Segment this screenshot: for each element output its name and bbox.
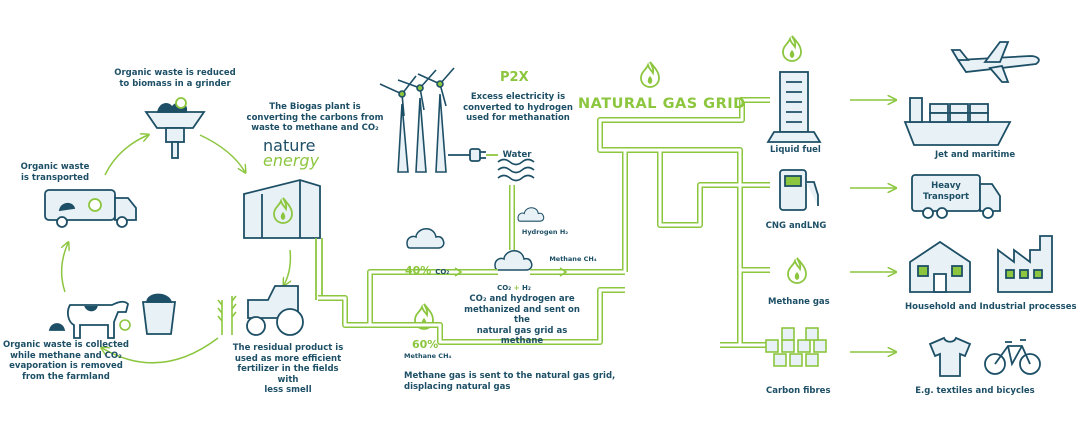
p2x-title: P2X xyxy=(500,70,529,85)
wind-turbines-icon xyxy=(379,67,455,173)
ship-icon xyxy=(903,97,1012,146)
heavy-line1: Heavy xyxy=(931,181,961,191)
grid-flame-icon xyxy=(640,61,660,88)
transport-label: Organic waste is transported xyxy=(20,162,90,183)
carbon-fibres-label: Carbon fibres xyxy=(766,386,831,396)
grid-title: NATURAL GAS GRID xyxy=(578,96,746,112)
co2-percent: 40% CO₂ xyxy=(405,264,449,277)
reactor-cloud-icon xyxy=(494,250,533,271)
reactor-formula: CO₂ + H₂ xyxy=(492,283,536,294)
co2-cloud-icon xyxy=(406,228,445,249)
liquid-fuel-icon xyxy=(766,71,822,143)
formula-h2: H₂ xyxy=(521,284,531,292)
co2-pct-value: 40% xyxy=(405,264,432,277)
heavy-line2: Transport xyxy=(922,191,970,202)
liquid-fuel-label: Liquid fuel xyxy=(770,145,821,155)
methane-gas-label: Methane gas xyxy=(768,297,830,307)
house-icon xyxy=(909,240,971,293)
carbon-fibres-icon xyxy=(765,327,827,367)
water-label: Water xyxy=(502,150,532,160)
factory-icon xyxy=(997,235,1053,293)
plug-icon xyxy=(448,148,498,162)
hydrogen-label: Hydrogen H₂ xyxy=(521,228,569,236)
tractor-icon xyxy=(246,285,304,336)
biogas-plant-label: The Biogas plant is converting the carbo… xyxy=(246,102,384,133)
brand-line2: energy xyxy=(263,151,320,170)
plane-icon xyxy=(950,41,1040,83)
collected-label: Organic waste is collected while methane… xyxy=(3,340,129,382)
cng-label: CNG andLNG xyxy=(765,221,827,231)
bicycle-icon xyxy=(984,339,1041,375)
truck-icon xyxy=(44,189,137,228)
brand-line1: nature xyxy=(263,136,316,155)
fuel-pump-icon xyxy=(779,169,819,211)
ch4-percent: 60% xyxy=(412,338,439,351)
liquid-fuel-flame-icon xyxy=(782,35,802,62)
heavy-truck-icon xyxy=(911,174,1001,219)
biogas-plant-icon xyxy=(243,179,323,300)
cow-icon xyxy=(48,300,129,339)
grinder-icon xyxy=(144,97,206,159)
residual-label: The residual product is used as more eff… xyxy=(232,343,344,395)
p2x-desc: Excess electricity is converted to hydro… xyxy=(463,92,573,123)
formula-plus: + xyxy=(513,284,520,292)
co2-unit: CO₂ xyxy=(435,268,450,276)
wheat-icon xyxy=(217,295,237,335)
methanized-label: CO₂ and hydrogen are methanized and sent… xyxy=(464,294,580,346)
bucket-icon xyxy=(141,293,177,335)
textiles-label: E.g. textiles and bicycles xyxy=(915,386,1035,396)
use-arrows xyxy=(850,100,895,352)
methane-gas-flame-icon xyxy=(787,257,807,284)
tshirt-icon xyxy=(928,336,972,377)
water-icon xyxy=(497,158,535,182)
cycle-arrows xyxy=(60,135,291,364)
hydrogen-cloud-icon xyxy=(517,207,545,222)
household-label: Household and Industrial processes xyxy=(905,302,1077,312)
jet-label: Jet and maritime xyxy=(935,150,1016,160)
formula-co2: CO₂ xyxy=(497,284,512,292)
grid-note: Methane gas is sent to the natural gas g… xyxy=(404,371,616,392)
apple-icon xyxy=(119,319,131,331)
methane-label: Methane CH₄ xyxy=(549,255,597,263)
ch4-unit: Methane CH₄ xyxy=(404,352,452,360)
grinder-label: Organic waste is reduced to biomass in a… xyxy=(114,68,236,89)
